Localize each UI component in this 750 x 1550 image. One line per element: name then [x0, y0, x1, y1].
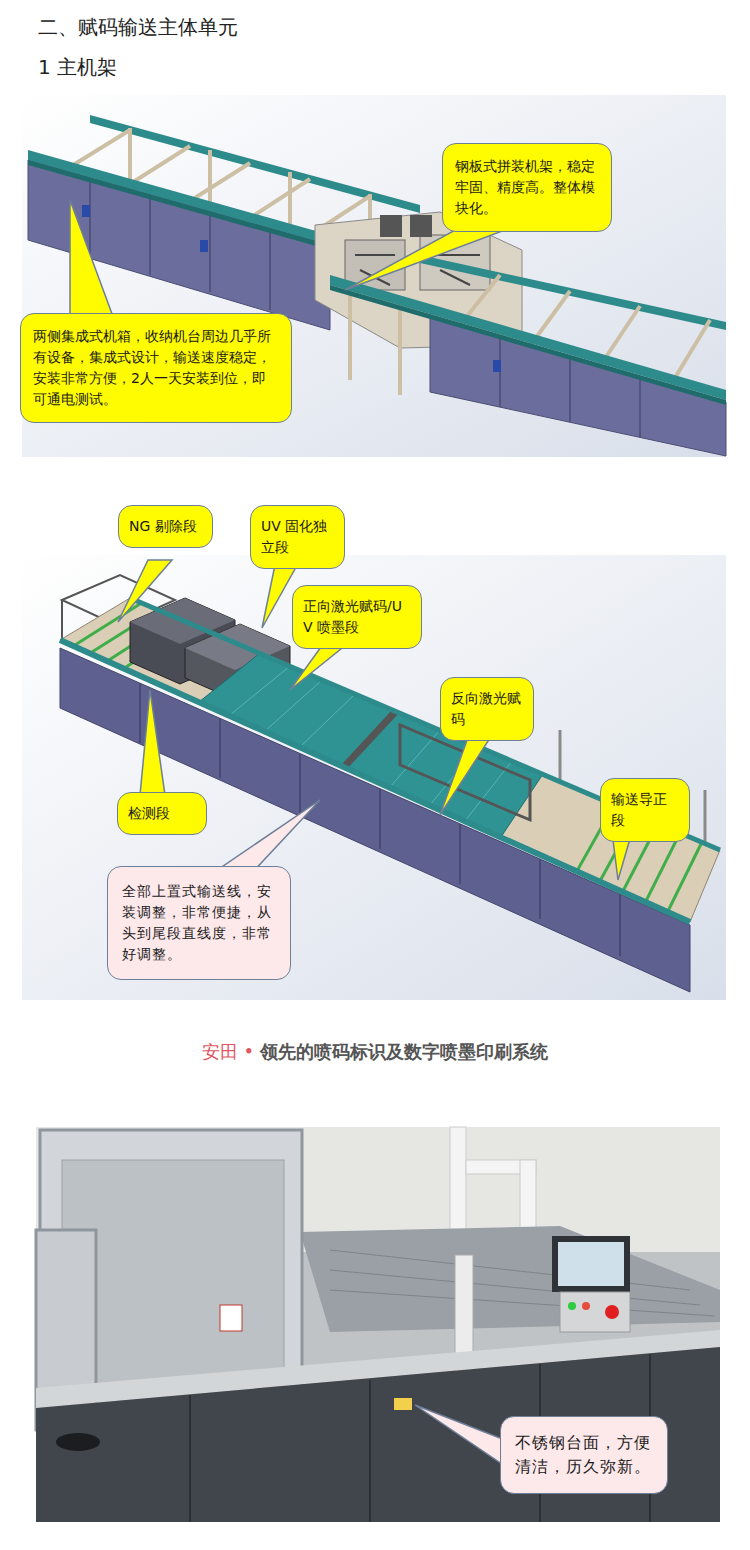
- page-title: 二、赋码输送主体单元: [38, 14, 238, 41]
- callout-text: UV 固化独立段: [261, 516, 334, 558]
- callout-bubble: 不锈钢台面，方便清洁，历久弥新。: [500, 1416, 668, 1494]
- main-frame-render-part-part: [70, 130, 130, 167]
- main-frame-render-part: [380, 215, 402, 237]
- callout-bubble: 反向激光赋码: [440, 677, 534, 741]
- machine-photo-part-part: [330, 1290, 715, 1316]
- callout-text: 不锈钢台面，方便清洁，历久弥新。: [515, 1431, 653, 1479]
- main-frame-render-part-part: [250, 179, 310, 218]
- callout-bubble: 检测段: [117, 792, 207, 835]
- main-frame-render-part-part: [209, 212, 211, 292]
- conveyor-render-part-part: [299, 754, 301, 814]
- main-frame-render-part: [330, 285, 726, 405]
- callout-bubble: 钢板式拼装机架，稳定牢固、精度高。整体模块化。: [442, 143, 612, 232]
- callout-pointer-part: [140, 690, 165, 795]
- section-heading: 1 主机架: [38, 54, 117, 81]
- machine-photo-part: [568, 1302, 576, 1310]
- callout-bubble: 全部上置式输送线，安装调整，非常便捷，从头到尾段直线度，非常好调整。: [107, 866, 291, 980]
- machine-photo-part: [36, 1127, 720, 1522]
- machine-photo-part: [582, 1302, 590, 1310]
- machine-photo-part: [552, 1236, 630, 1292]
- machine-photo-part: [36, 1347, 720, 1522]
- main-frame-render-part-part: [190, 163, 250, 201]
- callout-text: 输送导正段: [611, 789, 679, 831]
- machine-photo-part-part: [330, 1270, 700, 1305]
- callout-bubble: UV 固化独立段: [250, 505, 345, 569]
- main-frame-render-part-part: [355, 254, 395, 256]
- machine-photo-part: [560, 1292, 630, 1332]
- conveyor-render-part-part: [61, 600, 63, 640]
- callout-pointer-part: [118, 560, 172, 622]
- main-frame-render-part-part: [89, 178, 91, 258]
- machine-photo-part: [330, 1250, 715, 1316]
- main-frame-render-part-part: [149, 195, 151, 275]
- callout-pointer-part: [70, 200, 115, 322]
- callout-bubble: NG 剔除段: [118, 505, 213, 548]
- conveyor-render-part-part: [704, 790, 707, 845]
- main-frame-render-part-part: [398, 306, 402, 395]
- conveyor-render-part-part: [668, 842, 702, 911]
- conveyor-render: [22, 555, 726, 1000]
- callout-text: 反向激光赋码: [451, 688, 523, 730]
- conveyor-render-part: [130, 598, 720, 850]
- conveyor-render-part-part: [300, 694, 355, 747]
- machine-photo-part: [520, 1160, 536, 1230]
- conveyor-render-part-part: [139, 683, 141, 743]
- callout-bubble: 两侧集成式机箱，收纳机台周边几乎所有设备，集成式设计，输送速度稳定，安装非常方便…: [20, 313, 292, 423]
- machine-photo-part: [605, 1305, 619, 1319]
- main-frame-render-part-part: [569, 356, 571, 422]
- callout-bubble: 正向激光赋码/UV 喷墨段: [292, 585, 422, 649]
- machine-photo: [36, 1127, 720, 1522]
- conveyor-render-part-part: [230, 666, 290, 715]
- callout-pointer-part: [345, 222, 505, 290]
- main-frame-render-part: [200, 240, 208, 252]
- conveyor-render-part-part: [619, 894, 621, 956]
- machine-photo-part: [56, 1433, 100, 1451]
- callout-pointer-part: [415, 1405, 505, 1466]
- machine-photo-part: [220, 1305, 242, 1331]
- slogan-row: 安田 •领先的喷码标识及数字喷墨印刷系统: [0, 1040, 750, 1064]
- conveyor-render-part: [22, 555, 726, 1000]
- machine-photo-part-part: [330, 1250, 690, 1290]
- conveyor-render-part-part: [379, 789, 381, 849]
- conveyor-render-part-part: [459, 824, 461, 884]
- main-frame-render-part-part: [269, 228, 271, 310]
- callout-text: 全部上置式输送线，安装调整，非常便捷，从头到尾段直线度，非常好调整。: [122, 881, 276, 965]
- conveyor-render-part-part: [539, 859, 541, 919]
- main-frame-render-part: [410, 215, 432, 237]
- conveyor-render-part-part: [646, 833, 680, 901]
- conveyor-render-part: [344, 711, 396, 767]
- main-frame-render-part-part: [288, 172, 292, 230]
- main-frame-render-part: [28, 160, 330, 330]
- main-frame-render-part-part: [348, 292, 352, 380]
- callout-text: 两侧集成式机箱，收纳机台周边几乎所有设备，集成式设计，输送速度稳定，安装非常方便…: [33, 326, 279, 410]
- machine-photo-part: [558, 1242, 624, 1286]
- main-frame-render-part: [330, 275, 726, 400]
- conveyor-render-part-part: [219, 718, 221, 778]
- main-frame-render-part: [82, 205, 90, 217]
- slogan-text: 安田 •: [202, 1040, 254, 1064]
- main-frame-render-part-part: [639, 377, 641, 437]
- callout-pointer-part: [440, 732, 494, 815]
- machine-photo-part-part: [189, 1395, 191, 1522]
- machine-photo-part: [300, 1226, 720, 1332]
- machine-photo-part-part: [369, 1380, 371, 1522]
- slogan-text: 领先的喷码标识及数字喷墨印刷系统: [260, 1040, 548, 1064]
- conveyor-render-part-part: [559, 730, 562, 780]
- callout-text: 检测段: [128, 803, 196, 824]
- callout-bubble: 输送导正段: [600, 778, 690, 842]
- conveyor-render-part: [560, 730, 705, 845]
- main-frame-render-part-part: [130, 146, 190, 184]
- callout-pointer-part: [210, 800, 320, 875]
- callout-text: 正向激光赋码/UV 喷墨段: [303, 596, 411, 638]
- callout-text: NG 剔除段: [129, 516, 202, 537]
- machine-photo-part: [394, 1398, 412, 1410]
- main-frame-render-part: [493, 360, 501, 372]
- callout-text: 钢板式拼装机架，稳定牢固、精度高。整体模块化。: [455, 156, 599, 219]
